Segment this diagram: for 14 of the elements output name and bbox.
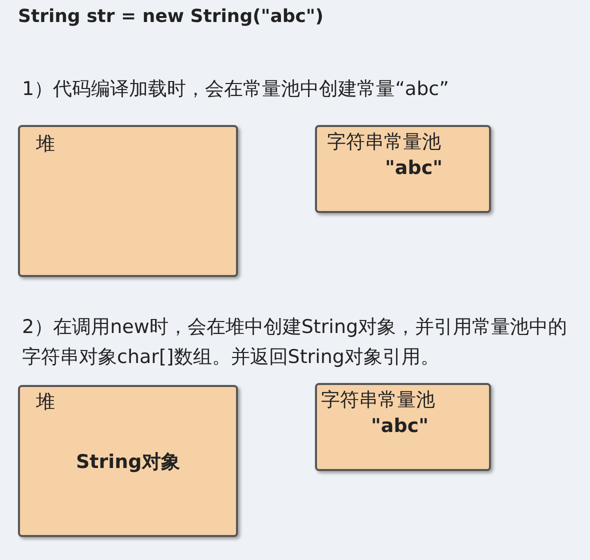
- box-content: "abc": [385, 157, 442, 179]
- box-heading: 字符串常量池: [327, 130, 441, 155]
- title: String str = new String("abc"): [18, 6, 324, 27]
- box-heading: 堆: [36, 132, 55, 157]
- memory-box: [315, 125, 491, 213]
- memory-box: [18, 125, 238, 277]
- box-heading: 堆: [36, 390, 55, 415]
- memory-box: [315, 383, 491, 471]
- step-text: 1）代码编译加载时，会在常量池中创建常量“abc”: [22, 77, 450, 102]
- box-heading: 字符串常量池: [321, 388, 435, 413]
- memory-box: [18, 385, 238, 537]
- box-content: String对象: [76, 450, 180, 475]
- step-text: 2）在调用new时，会在堆中创建String对象，并引用常量池中的字符串对象char[]数组。并返回String对象引用。: [22, 315, 568, 370]
- box-content: "abc": [371, 415, 428, 437]
